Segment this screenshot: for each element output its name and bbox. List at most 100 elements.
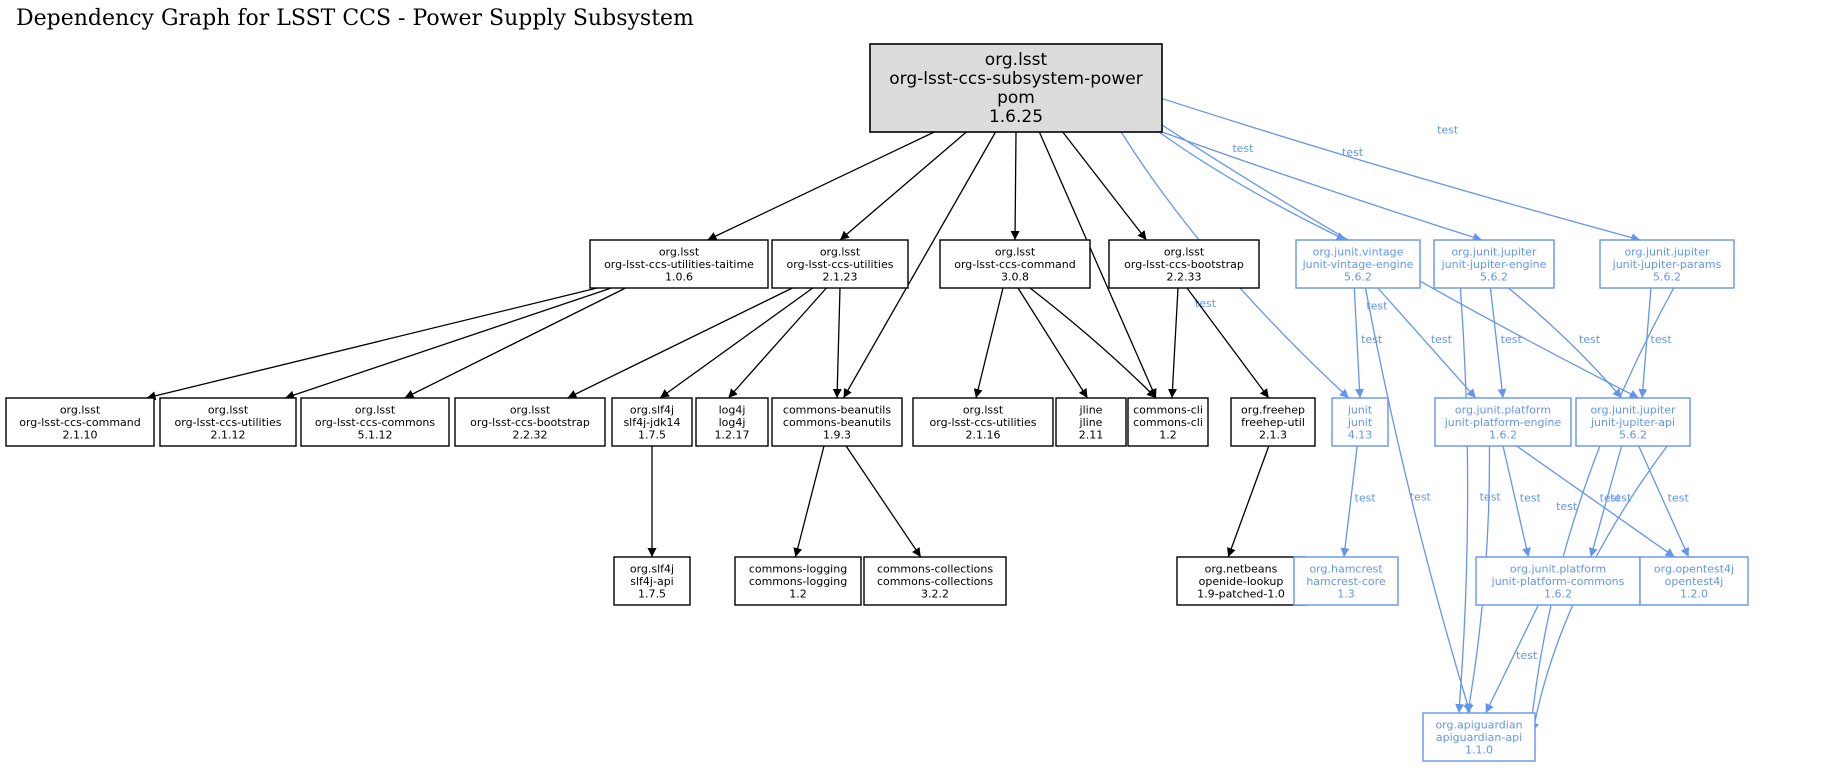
node-collections[interactable]: commons-collectionscommons-collections3.… [863,556,1007,606]
node-taitime[interactable]: org.lsstorg-lsst-ccs-utilities-taitime1.… [589,239,769,289]
node-vintage[interactable]: org.junit.vintagejunit-vintage-engine5.6… [1295,239,1421,289]
node-version-label: 2.1.12 [211,428,246,441]
node-box [613,556,691,606]
node-box [1475,556,1641,606]
node-group-label: commons-cli [1133,403,1203,416]
edge-taitime-to-utilities-old [284,287,612,400]
edge-root-to-jupiter-params: test [1161,97,1641,242]
edge-line [973,287,1004,399]
edge-junit-to-hamcrest: test [1340,445,1376,558]
node-artifact-label: junit [1347,416,1373,429]
edge-line [1507,287,1623,399]
node-version-label: 5.6.2 [1480,270,1508,283]
node-group-label: org.hamcrest [1309,562,1383,575]
node-version-label: 4.13 [1348,428,1373,441]
node-group-label: org.lsst [985,50,1048,70]
node-group-label: jline [1079,403,1103,416]
node-artifact-label: apiguardian-api [1436,731,1522,744]
node-group-label: org.lsst [208,403,249,416]
node-jupiter-engine[interactable]: org.junit.jupiterjunit-jupiter-engine5.6… [1433,239,1555,289]
node-version-label: 5.1.12 [358,428,393,441]
node-box [939,239,1091,289]
node-version-label: 2.11 [1079,428,1104,441]
node-artifact-label: openide-lookup [1199,575,1284,588]
node-version-label: 1.0.6 [665,270,693,283]
node-artifact-label: org-lsst-ccs-command [954,258,1076,271]
node-version-label: 2.1.16 [966,428,1001,441]
node-group-label: org.netbeans [1205,562,1278,575]
edge-root-to-bootstrap [1062,131,1148,241]
node-platform-commons[interactable]: org.junit.platformjunit-platform-commons… [1475,556,1641,606]
edge-line [1161,131,1483,242]
edge-root-to-taitime [707,131,935,241]
node-openide[interactable]: org.netbeansopenide-lookup1.9-patched-1.… [1176,556,1306,606]
node-group-label: org.lsst [659,245,700,258]
node-group-label: commons-collections [877,562,993,575]
edge-line [1161,97,1641,242]
edge-root-to-commons-cli [1038,131,1157,399]
edge-vintage-to-platform-engine: test [1377,287,1477,399]
edge-line [1638,287,1652,399]
edge-line [1167,287,1179,399]
node-box [300,397,450,447]
node-group-label: commons-logging [749,562,847,575]
node-root[interactable]: org.lsstorg-lsst-ccs-subsystem-powerpom1… [869,43,1163,133]
edge-label: test [1501,333,1523,346]
edge-jupiter-engine-to-platform-engine: test [1489,287,1523,399]
node-version-label: 1.6.25 [989,107,1043,127]
node-artifact-label: junit-platform-engine [1444,416,1562,429]
edge-line [567,287,793,399]
edge-line [659,287,814,399]
node-group-label: log4j [719,403,746,416]
node-artifact-label: org-lsst-ccs-subsystem-power [889,69,1143,89]
edge-jupiter-params-to-jupiter-api: test [1638,287,1673,399]
edge-bootstrap-to-commons-cli [1167,287,1179,399]
node-box [1639,556,1749,606]
edge-vintage-to-junit: test [1353,287,1383,399]
edge-jupiter-api-to-opentest4j: test [1638,445,1689,558]
node-version-label: 2.2.32 [513,428,548,441]
node-box [611,397,693,447]
node-artifact-label: junit-jupiter-engine [1441,258,1547,271]
edge-jupiter-engine-to-jupiter-api: test [1507,287,1623,399]
node-version-label: 2.1.3 [1259,428,1287,441]
node-version-label: 1.2.0 [1680,587,1708,600]
node-version-label: 1.7.5 [638,587,666,600]
node-jupiter-params[interactable]: org.junit.jupiterjunit-jupiter-params5.6… [1599,239,1735,289]
edge-label: test [1610,492,1632,505]
edge-utilities-to-bootstrap-old [567,287,793,399]
node-group-label: org.lsst [60,403,101,416]
edge-label: test [1651,333,1673,346]
node-platform-engine[interactable]: org.junit.platformjunit-platform-engine1… [1434,397,1572,447]
node-artifact-label: freehep-util [1241,416,1305,429]
node-version-label: 1.3 [1337,587,1355,600]
node-version-label: 1.7.5 [638,428,666,441]
edge-root-to-command [1010,131,1020,241]
node-artifact-label: org-lsst-ccs-commons [315,416,436,429]
node-version-label: 5.6.2 [1653,270,1681,283]
node-box [734,556,862,606]
edge-line [845,445,922,558]
node-version-label: 2.2.33 [1167,270,1202,283]
